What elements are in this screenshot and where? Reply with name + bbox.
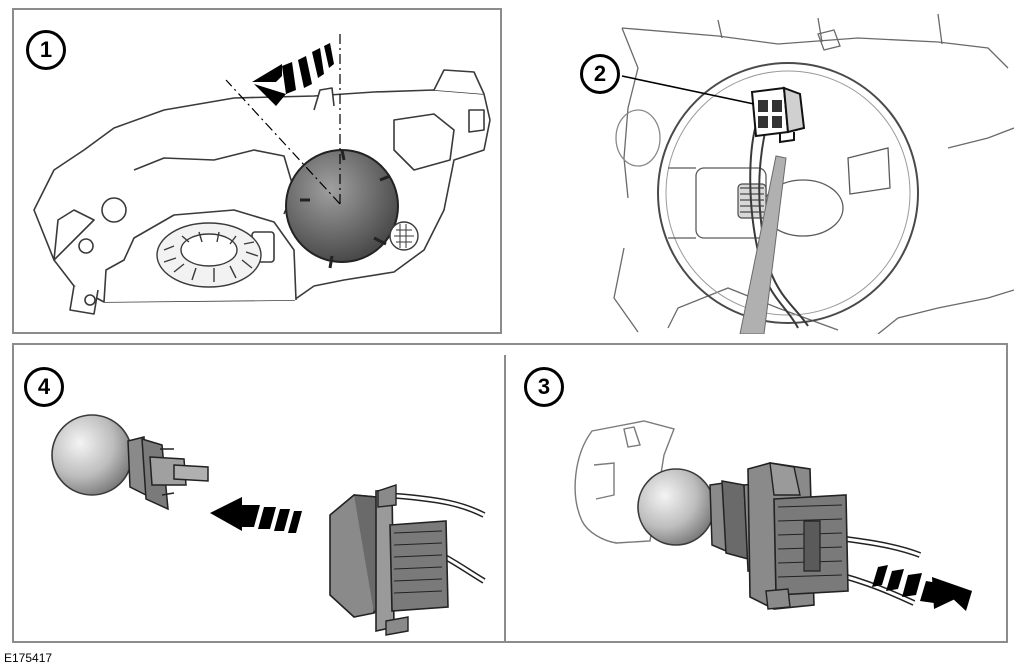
step-3-badge: 3 [524,367,564,407]
remove-arrow-icon [872,565,972,611]
old-bulb [637,468,771,572]
bulb-replacement-illustration [51,414,972,636]
bulb-connector [750,86,806,144]
rotate-arrow-icon [252,43,334,106]
step-4-badge: 4 [24,367,64,407]
insert-arrow-icon [210,497,302,533]
panel-divider [504,355,506,643]
connector-with-wires-step3 [747,462,922,610]
panel-step-2: 2 [518,8,1014,334]
headlamp-assembly-illustration [33,30,491,315]
connector-with-wires-step4 [329,484,486,636]
panel-steps-3-4: 4 3 [12,343,1008,643]
new-bulb [51,414,209,511]
dust-cover [285,149,419,269]
step-1-badge: 1 [26,30,66,70]
figure-code: E175417 [4,651,53,665]
connector-access-illustration [613,13,1014,334]
step-2-badge: 2 [580,54,620,94]
panel-step-1: 1 [12,8,502,334]
